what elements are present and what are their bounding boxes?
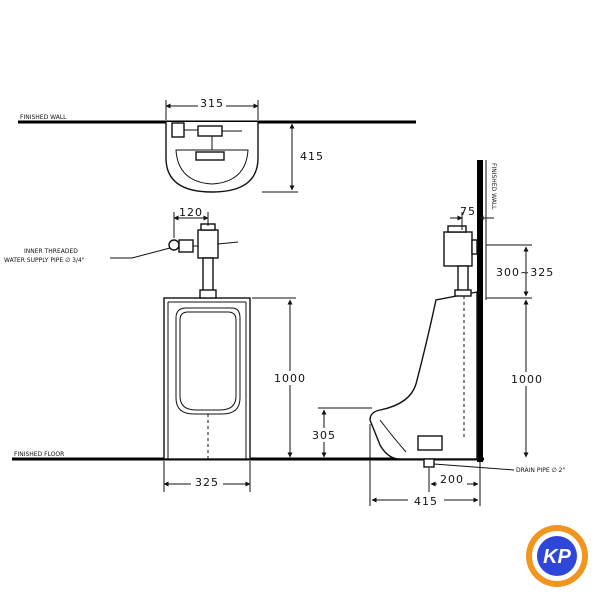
urinal-plan-drain <box>195 151 225 161</box>
dim-front-height: 1000 <box>274 372 306 385</box>
dim-side-depth: 415 <box>414 495 438 508</box>
urinal-front-body <box>163 297 251 460</box>
front-view: FINISHED FLOOR 120 INNER THREADED WATE <box>4 206 484 492</box>
dim-valve-offset: 120 <box>179 206 203 219</box>
side-drain-pipe <box>423 458 435 468</box>
drain-pipe-label: DRAIN PIPE ∅ 2" <box>516 467 565 474</box>
supply-pipe-label-2: WATER SUPPLY PIPE ∅ 3/4" <box>4 257 85 264</box>
dim-top-width: 315 <box>200 97 224 110</box>
side-wall <box>477 160 483 462</box>
dim-side-height: 1000 <box>511 373 543 386</box>
urinal-plan-inner <box>175 149 249 185</box>
urinal-front-bowl <box>175 307 241 415</box>
finished-floor-label: FINISHED FLOOR <box>14 451 64 458</box>
dim-drain-offset: 200 <box>440 473 464 486</box>
dim-top-depth: 415 <box>300 150 324 163</box>
dim-lip-height: 305 <box>312 429 336 442</box>
plan-valve-handle <box>197 125 223 137</box>
supply-pipe-label-1: INNER THREADED <box>24 248 78 255</box>
side-wall-label: FINISHED WALL <box>490 163 497 210</box>
urinal-side-profile <box>369 291 478 460</box>
plan-valve-body <box>171 122 185 138</box>
kp-logo: KP <box>526 525 588 587</box>
logo-mark: KP <box>543 546 571 568</box>
top-view: FINISHED WALL 315 415 <box>18 97 416 193</box>
finished-wall-label: FINISHED WALL <box>20 114 67 121</box>
side-drain-fitting <box>417 435 443 451</box>
side-view: FINISHED WALL 75 300~325 1000 <box>306 160 565 508</box>
dim-wall-offset: 75 <box>460 205 476 218</box>
flush-valve-front <box>168 223 239 299</box>
dim-front-width: 325 <box>195 476 219 489</box>
flush-valve-side <box>443 225 478 440</box>
dim-supply-height: 300~325 <box>496 266 554 279</box>
